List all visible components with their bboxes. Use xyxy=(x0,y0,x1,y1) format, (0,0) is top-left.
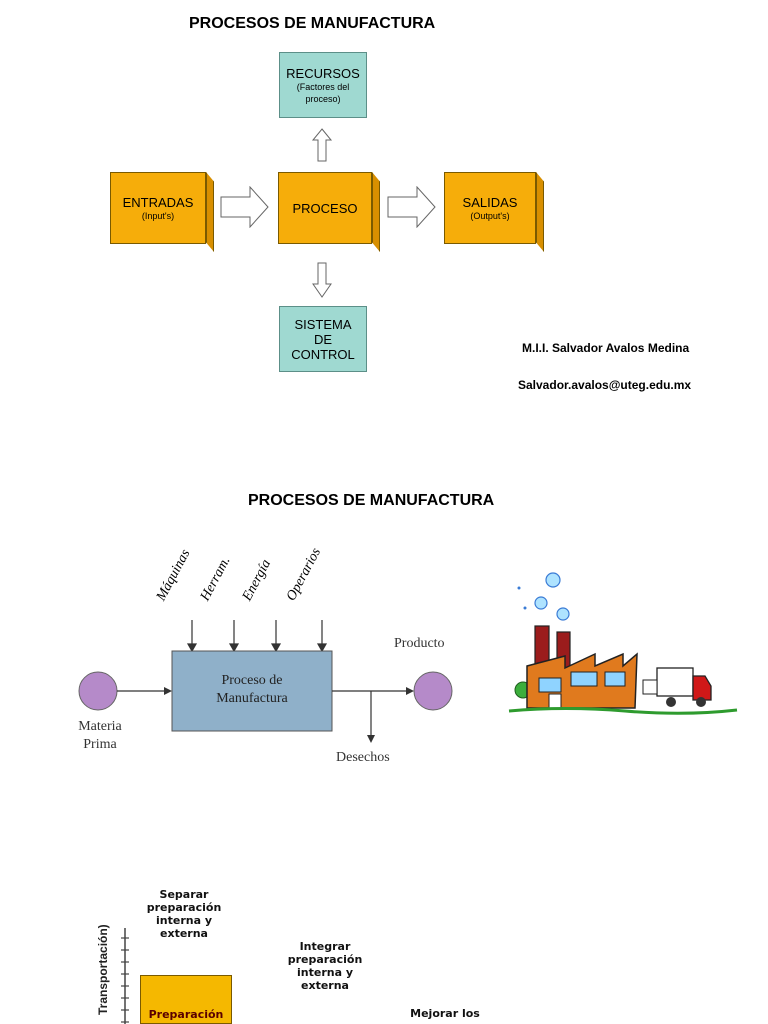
vertical-scale xyxy=(121,928,129,1024)
recursos-box: RECURSOS (Factores del proceso) xyxy=(279,52,369,118)
author-email: Salvador.avalos@uteg.edu.mx xyxy=(518,378,692,392)
desechos-label: Desechos xyxy=(336,750,390,765)
author-name: M.I.I. Salvador Avalos Medina xyxy=(522,341,690,355)
separar-text: Separar preparación interna y externa xyxy=(138,888,230,940)
salidas-label: SALIDAS xyxy=(462,194,518,210)
recursos-label: RECURSOS xyxy=(286,65,360,81)
sistema-line2: DE xyxy=(313,331,333,347)
right-arrow-icon xyxy=(387,186,436,228)
integrar-line4: externa xyxy=(301,979,349,992)
sistema-control-box: SISTEMA DE CONTROL xyxy=(279,306,367,372)
page2-title: PROCESOS DE MANUFACTURA xyxy=(248,492,495,509)
sistema-line1: SISTEMA xyxy=(294,316,352,332)
up-arrow-icon xyxy=(311,128,333,162)
mejorar-text: Mejorar los xyxy=(410,1007,480,1020)
manufacturing-diagram xyxy=(78,620,453,743)
materia-line1: Materia xyxy=(78,719,122,734)
materia-prima-label: Materia Prima xyxy=(70,718,130,754)
integrar-line3: interna y xyxy=(297,966,353,979)
down-arrow-icon xyxy=(312,262,332,298)
process-line2: Manufactura xyxy=(216,691,288,706)
entradas-sub: (Input's) xyxy=(141,210,175,221)
factory-icon xyxy=(508,572,738,715)
vertical-axis-label: Transportación) xyxy=(96,924,110,1015)
process-label: Proceso de Manufactura xyxy=(172,672,332,708)
page1-title: PROCESOS DE MANUFACTURA xyxy=(189,15,436,32)
separar-line2: preparación xyxy=(146,901,222,914)
proceso-box: PROCESO xyxy=(278,172,380,252)
process-line1: Proceso de xyxy=(221,673,283,688)
salidas-box: SALIDAS (Output's) xyxy=(444,172,544,252)
preparacion-label: Preparación xyxy=(148,1008,224,1021)
producto-label: Producto xyxy=(394,636,445,651)
sistema-line3: CONTROL xyxy=(291,346,355,362)
entradas-box: ENTRADAS (Input's) xyxy=(110,172,214,252)
integrar-line2: preparación xyxy=(287,953,363,966)
integrar-text: Integrar preparación interna y externa xyxy=(280,940,370,992)
materia-line2: Prima xyxy=(83,737,117,752)
salidas-sub: (Output's) xyxy=(470,210,510,221)
separar-line3: interna y xyxy=(156,914,212,927)
preparacion-box: Preparación xyxy=(140,975,232,1024)
integrar-line1: Integrar xyxy=(299,940,351,953)
right-arrow-icon xyxy=(220,186,269,228)
entradas-label: ENTRADAS xyxy=(122,194,194,210)
recursos-sub2: proceso) xyxy=(305,93,341,104)
proceso-label: PROCESO xyxy=(292,200,358,216)
recursos-sub1: (Factores del xyxy=(296,81,350,92)
separar-line4: externa xyxy=(160,927,208,940)
separar-line1: Separar xyxy=(159,888,209,901)
